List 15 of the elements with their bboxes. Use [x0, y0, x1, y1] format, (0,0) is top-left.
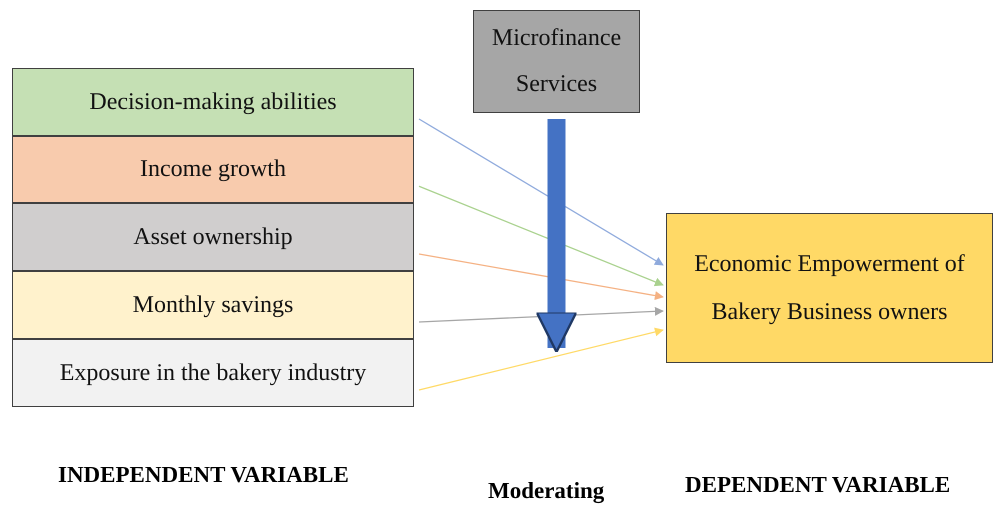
- section-label: INDEPENDENT VARIABLE: [58, 462, 349, 488]
- section-label: Moderating: [488, 478, 604, 504]
- arrow: [418, 328, 664, 391]
- moderator-box: Microfinance Services: [473, 10, 640, 113]
- dependent-variable-box: Economic Empowerment of Bakery Business owners: [666, 213, 993, 363]
- variable-box: Income growth: [12, 136, 414, 203]
- section-label: DEPENDENT VARIABLE: [685, 472, 950, 498]
- variable-box: Monthly savings: [12, 271, 414, 339]
- arrow: [418, 186, 664, 286]
- arrow: [418, 253, 664, 300]
- thick-arrow: [536, 119, 578, 354]
- variable-box: Asset ownership: [12, 203, 414, 271]
- variable-box: Decision-making abilities: [12, 68, 414, 136]
- variable-box: Exposure in the bakery industry: [12, 339, 414, 407]
- arrow: [418, 118, 664, 266]
